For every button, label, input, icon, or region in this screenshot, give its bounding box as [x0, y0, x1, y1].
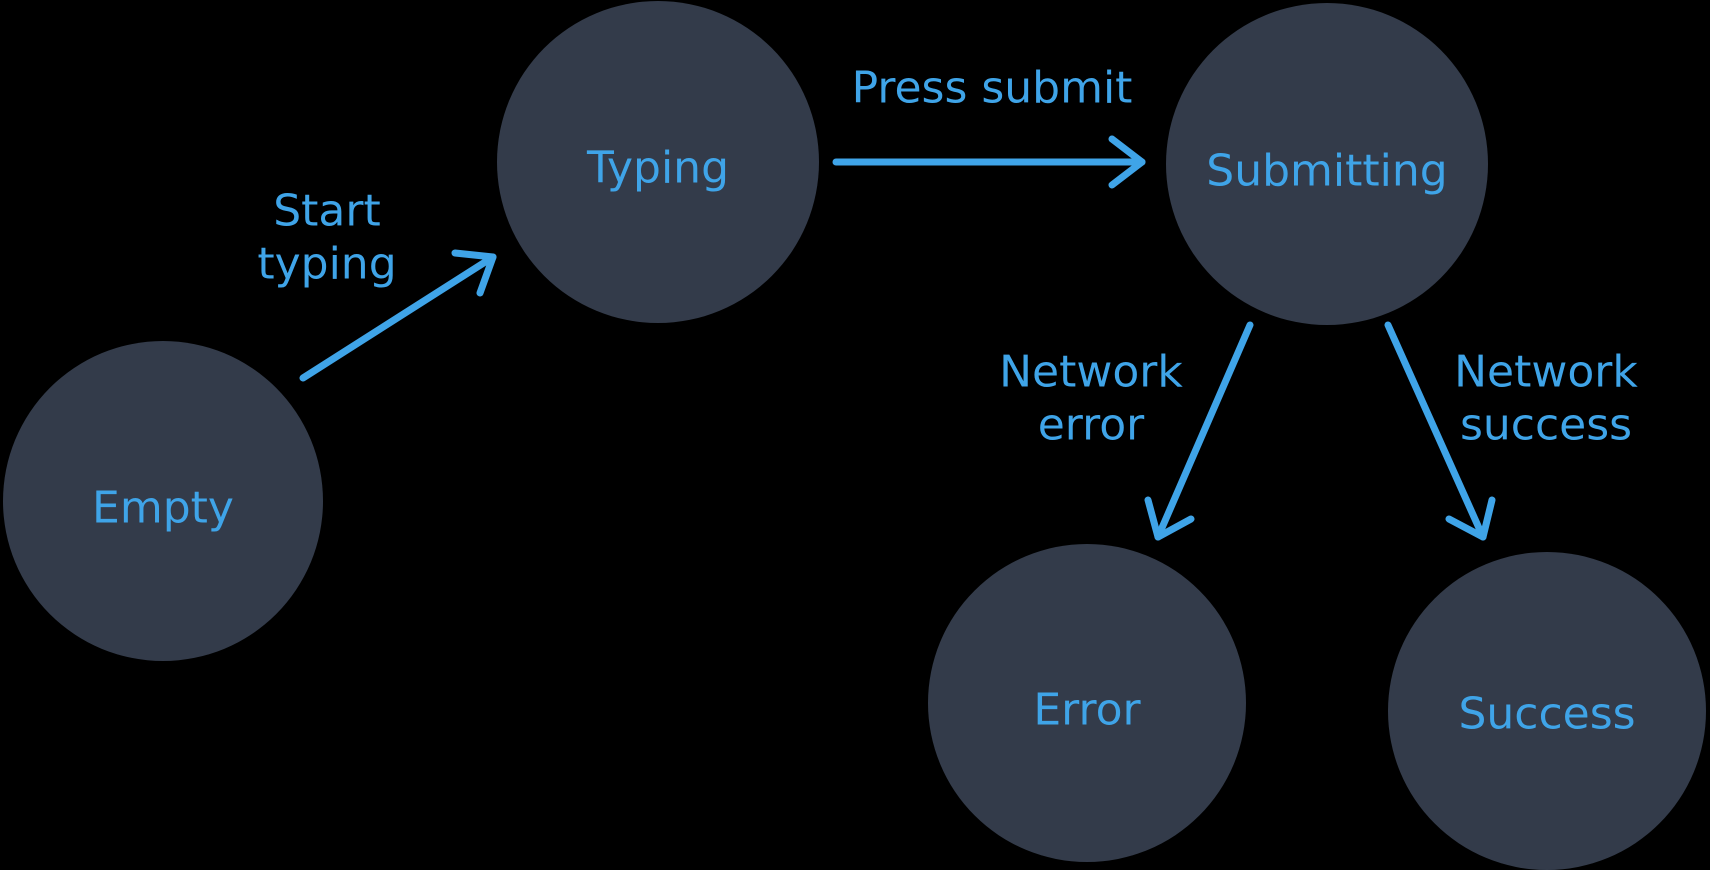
arrowhead	[451, 249, 497, 297]
arrowhead	[1144, 496, 1195, 541]
transition-label-start-typing-line1: Start	[273, 186, 381, 237]
state-circle-empty	[3, 341, 323, 661]
transition-label-network-error-line2: error	[1038, 400, 1145, 451]
state-circle-typing	[497, 1, 819, 323]
state-label-empty: Empty	[92, 483, 234, 534]
state-label-success: Success	[1458, 689, 1635, 740]
transition-arrow-empty-to-typing: Start typing	[257, 186, 497, 382]
state-circle-success	[1388, 552, 1706, 870]
state-node-empty: Empty	[3, 341, 323, 661]
state-label-error: Error	[1033, 685, 1141, 736]
transition-label-network-success-line1: Network	[1454, 347, 1638, 398]
transition-arrow-typing-to-submitting: Press submit	[832, 63, 1146, 189]
arrowhead	[1445, 496, 1496, 541]
transition-arrow-submitting-to-success: Network success	[1384, 321, 1638, 541]
state-circle-error	[928, 544, 1246, 862]
state-node-success: Success	[1388, 552, 1706, 870]
state-node-error: Error	[928, 544, 1246, 862]
arrow-shaft	[299, 253, 497, 382]
transition-label-start-typing-line2: typing	[257, 239, 396, 290]
transition-label-network-success-line2: success	[1460, 400, 1632, 451]
transition-label-press-submit: Press submit	[852, 63, 1133, 114]
arrow-shaft	[1384, 321, 1487, 541]
state-label-submitting: Submitting	[1206, 146, 1447, 197]
arrowhead	[1108, 135, 1146, 189]
arrow-shaft	[1154, 321, 1254, 541]
state-node-submitting: Submitting	[1166, 3, 1488, 325]
transition-label-network-error-line1: Network	[999, 347, 1183, 398]
state-node-typing: Typing	[497, 1, 819, 323]
state-label-typing: Typing	[586, 143, 729, 194]
transition-arrow-submitting-to-error: Network error	[999, 321, 1254, 541]
state-circle-submitting	[1166, 3, 1488, 325]
